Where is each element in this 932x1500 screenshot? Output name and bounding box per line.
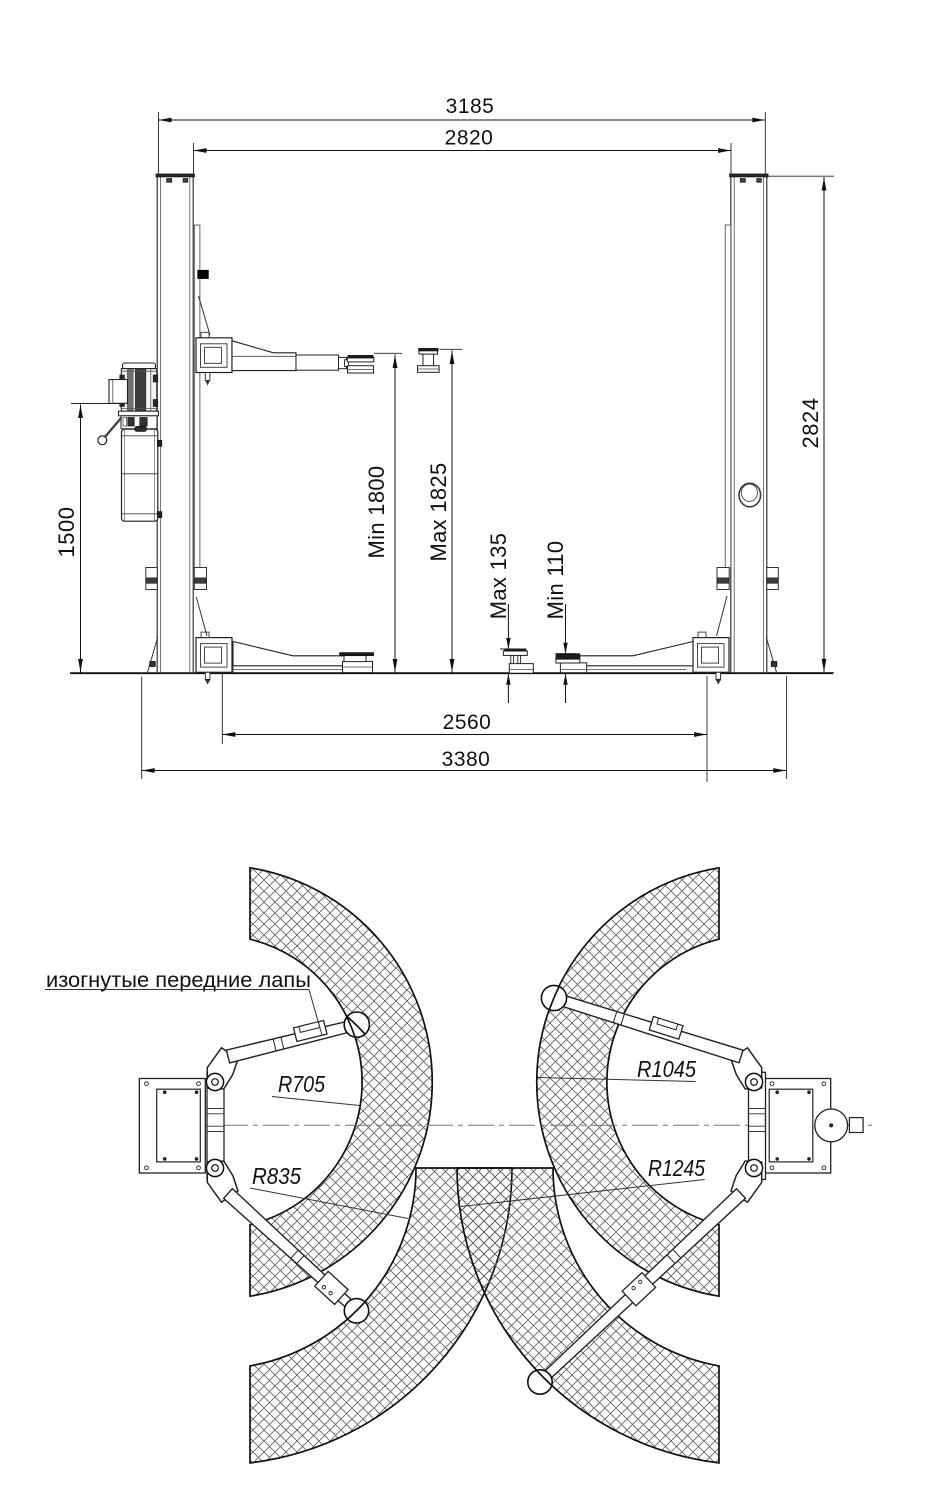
svg-text:изогнутые передние лапы: изогнутые передние лапы (46, 968, 311, 992)
svg-text:1500: 1500 (54, 507, 79, 558)
svg-text:Max 135: Max 135 (486, 533, 511, 619)
svg-text:Min 1800: Min 1800 (364, 466, 389, 559)
svg-text:R835: R835 (252, 1163, 301, 1189)
svg-text:3185: 3185 (446, 95, 495, 118)
svg-text:R1245: R1245 (648, 1155, 705, 1181)
svg-text:R1045: R1045 (637, 1056, 696, 1082)
svg-text:Max 1825: Max 1825 (426, 462, 451, 561)
svg-text:Min 110: Min 110 (543, 541, 568, 620)
svg-text:2820: 2820 (445, 127, 494, 150)
svg-text:2824: 2824 (798, 398, 823, 449)
svg-text:3380: 3380 (442, 748, 491, 771)
svg-text:2560: 2560 (443, 711, 492, 734)
svg-text:R705: R705 (278, 1071, 325, 1097)
